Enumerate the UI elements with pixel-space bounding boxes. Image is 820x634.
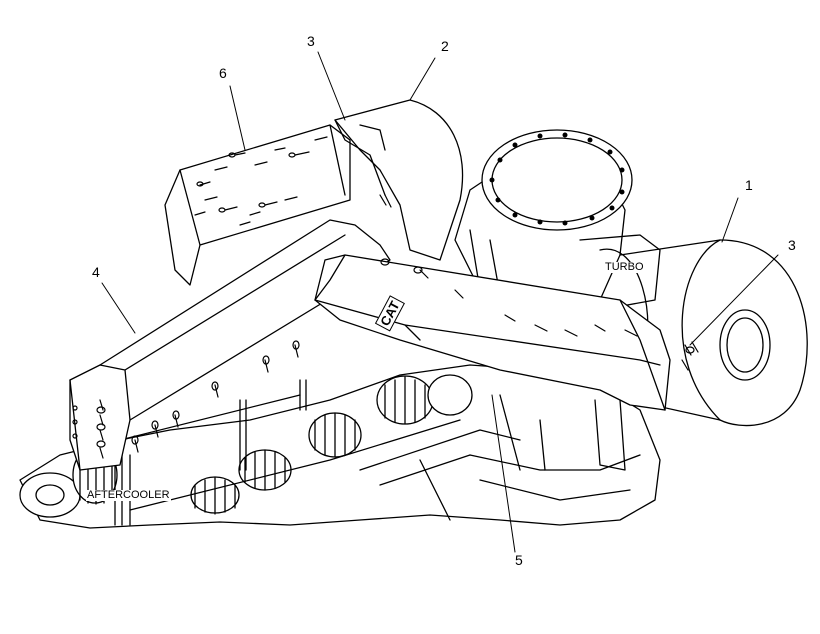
fasteners	[72, 136, 699, 459]
leader-2	[409, 57, 436, 101]
leader-5	[491, 394, 516, 553]
long-shield-4	[69, 219, 391, 471]
callout-5: 5	[515, 552, 523, 568]
diagonal-shield-5	[314, 254, 671, 411]
aftercooler-label: AFTERCOOLER	[86, 489, 171, 501]
leader-3a	[317, 51, 346, 121]
leader-6	[229, 85, 246, 151]
callout-6: 6	[219, 65, 227, 81]
elbow-shield-2	[334, 99, 464, 261]
callout-2: 2	[441, 38, 449, 54]
leader-3b	[689, 254, 779, 346]
flange-bolts	[489, 132, 625, 226]
shield-6	[164, 124, 351, 286]
callout-4: 4	[92, 264, 100, 280]
turbo-inlet-cylinder	[599, 239, 808, 427]
turbo-housing	[454, 129, 661, 331]
leader-1	[721, 197, 739, 243]
turbo-label: TURBO	[604, 261, 645, 273]
callout-1: 1	[745, 177, 753, 193]
callout-3-right: 3	[788, 237, 796, 253]
callout-3-top: 3	[307, 33, 315, 49]
leader-lines	[101, 51, 779, 553]
leader-4	[101, 282, 136, 334]
